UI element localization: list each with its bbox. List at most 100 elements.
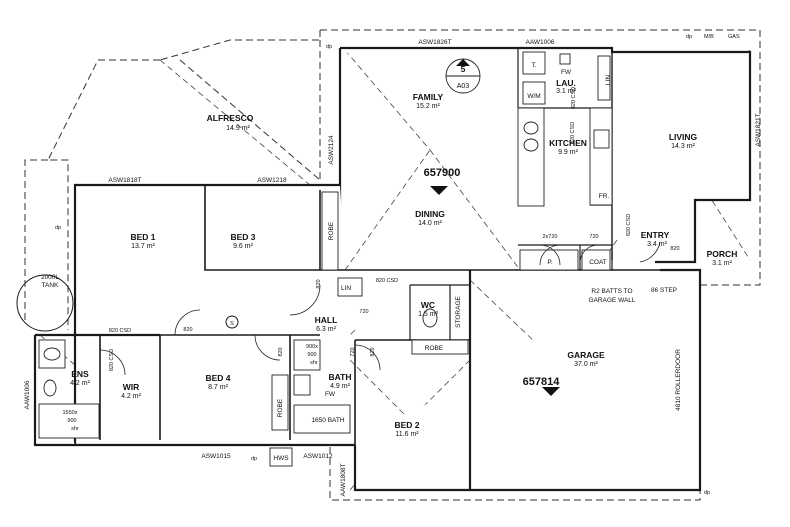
kitchen-area: 9.9 m² bbox=[558, 149, 579, 156]
garage-name: GARAGE bbox=[567, 350, 605, 360]
door-820csd-ens: 820 CSD bbox=[109, 328, 131, 334]
smoke-alarm-label: S bbox=[230, 321, 234, 327]
door-820csd-wir: 820 CSD bbox=[109, 349, 115, 371]
coat-label: COAT bbox=[589, 259, 607, 266]
porch-area: 3.1 m² bbox=[712, 260, 733, 267]
dp-label-2: dp bbox=[686, 34, 692, 40]
bed2-name: BED 2 bbox=[394, 420, 419, 430]
window-aaw1808t: AAW1808T bbox=[340, 463, 347, 496]
dining-name: DINING bbox=[415, 209, 445, 219]
dining-area: 14.0 m² bbox=[418, 220, 442, 227]
living-name: LIVING bbox=[669, 132, 698, 142]
door-720-wc: 720 bbox=[359, 309, 368, 315]
window-asw1218: ASW1218 bbox=[257, 177, 287, 184]
bed4-name: BED 4 bbox=[205, 373, 230, 383]
wet-fixtures bbox=[38, 308, 438, 467]
tank-line1: 2000L bbox=[41, 274, 59, 281]
storage-label: STORAGE bbox=[455, 296, 462, 328]
robe-bed3-label: ROBE bbox=[328, 221, 335, 240]
garage-area: 37.0 m² bbox=[574, 361, 598, 368]
door-820csd-entry: 820 CSD bbox=[626, 214, 632, 236]
hws-label: HWS bbox=[273, 455, 289, 462]
batts-line1: R2 BATTS TO bbox=[591, 288, 632, 295]
pantry-label: P. bbox=[547, 259, 552, 266]
window-asw1826t: ASW1826T bbox=[418, 39, 451, 46]
bath-area: 4.9 m² bbox=[330, 383, 351, 390]
window-asw1015: ASW1015 bbox=[201, 453, 231, 460]
door-720-wc2: 720 bbox=[350, 347, 356, 356]
kitchen-name: KITCHEN bbox=[549, 138, 587, 148]
gas-label: GAS bbox=[728, 34, 740, 40]
living-area: 14.3 m² bbox=[671, 143, 695, 150]
window-asw2124: ASW2124 bbox=[328, 135, 335, 165]
door-2x720: 2x720 bbox=[543, 234, 558, 240]
ens-name: ENS bbox=[71, 369, 89, 379]
bed1-name: BED 1 bbox=[130, 232, 155, 242]
laundry-area: 3.1 m² bbox=[556, 88, 577, 95]
wir-name: WIR bbox=[123, 382, 140, 392]
robe-bed2-label: ROBE bbox=[425, 345, 444, 352]
door-820-bed4: 820 bbox=[183, 327, 192, 333]
laundry-name: LAU. bbox=[556, 78, 576, 88]
section-marker bbox=[445, 58, 481, 94]
kitchen-fixtures bbox=[517, 51, 613, 207]
section-number: 5 bbox=[461, 64, 466, 74]
shower-ens-line2: 900 bbox=[67, 418, 76, 424]
fw-laundry-label: FW bbox=[561, 69, 572, 76]
door-swings bbox=[99, 241, 661, 376]
shower-bath-line1: 900x bbox=[306, 344, 318, 350]
water-tank bbox=[16, 274, 74, 332]
door-820-bed2: 820 bbox=[370, 347, 376, 356]
bed2-area: 11.6 m² bbox=[395, 431, 419, 438]
shower-bath-line3: shr bbox=[310, 360, 318, 366]
wc-name: WC bbox=[421, 300, 435, 310]
bed4-area: 8.7 m² bbox=[208, 384, 229, 391]
porch-name: PORCH bbox=[707, 249, 738, 259]
fw-bath-label: FW bbox=[325, 391, 336, 398]
bath-tub-label: 1650 BATH bbox=[311, 417, 344, 424]
tub-label: T. bbox=[531, 62, 536, 69]
shower-ens-line1: 1550x bbox=[63, 410, 78, 416]
dp-label-5: dp bbox=[704, 490, 710, 496]
fridge-label: FR. bbox=[599, 193, 610, 200]
window-aaw1006-left: AAW1006 bbox=[24, 380, 31, 409]
garage-level: 657814 bbox=[523, 376, 561, 388]
batts-line2: GARAGE WALL bbox=[588, 297, 635, 304]
door-820csd-lin: 820 CSD bbox=[376, 278, 398, 284]
window-asw1821t: ASW1821T bbox=[755, 113, 762, 146]
family-name: FAMILY bbox=[413, 92, 444, 102]
robe-bed4-label: ROBE bbox=[277, 398, 284, 417]
ens-area: 4.2 m² bbox=[70, 380, 91, 387]
window-asw1818t: ASW1818T bbox=[108, 177, 141, 184]
bed3-area: 9.6 m² bbox=[233, 243, 254, 250]
wir-area: 4.2 m² bbox=[121, 393, 142, 400]
rollerdoor-label: 4810 ROLLERDOOR bbox=[675, 349, 682, 411]
door-720-coat: 720 bbox=[589, 234, 598, 240]
entry-name: ENTRY bbox=[641, 230, 670, 240]
shower-ens-line3: shr bbox=[71, 426, 79, 432]
hall-name: HALL bbox=[315, 315, 338, 325]
wm-label: W/M bbox=[527, 93, 540, 100]
house-level: 657900 bbox=[424, 167, 461, 179]
entry-area: 3.4 m² bbox=[647, 241, 668, 248]
family-area: 15.2 m² bbox=[416, 103, 440, 110]
door-820-hall: 820 bbox=[278, 347, 284, 356]
smoke-alarm-icon bbox=[225, 315, 239, 329]
lin-hall-label: LIN bbox=[341, 285, 351, 292]
window-aaw1006-top: AAW1006 bbox=[525, 39, 554, 46]
dp-label-4: dp bbox=[251, 456, 257, 462]
house-level-arrow bbox=[430, 186, 448, 195]
tank-line2: TANK bbox=[42, 282, 60, 289]
walls bbox=[33, 46, 752, 492]
door-820-entry: 820 bbox=[670, 246, 679, 252]
dp-label-1: dp bbox=[326, 44, 332, 50]
window-asw1012: ASW1012 bbox=[303, 453, 333, 460]
bath-name: BATH bbox=[329, 372, 352, 382]
mb-label: M/B bbox=[704, 34, 714, 40]
bed3-name: BED 3 bbox=[230, 232, 255, 242]
alfresco-area: 14.9 m² bbox=[226, 125, 250, 132]
alfresco-name: ALFRESCO bbox=[207, 113, 254, 123]
bed1-area: 13.7 m² bbox=[131, 243, 155, 250]
door-820csd-lau: 820 CSD bbox=[571, 87, 577, 109]
